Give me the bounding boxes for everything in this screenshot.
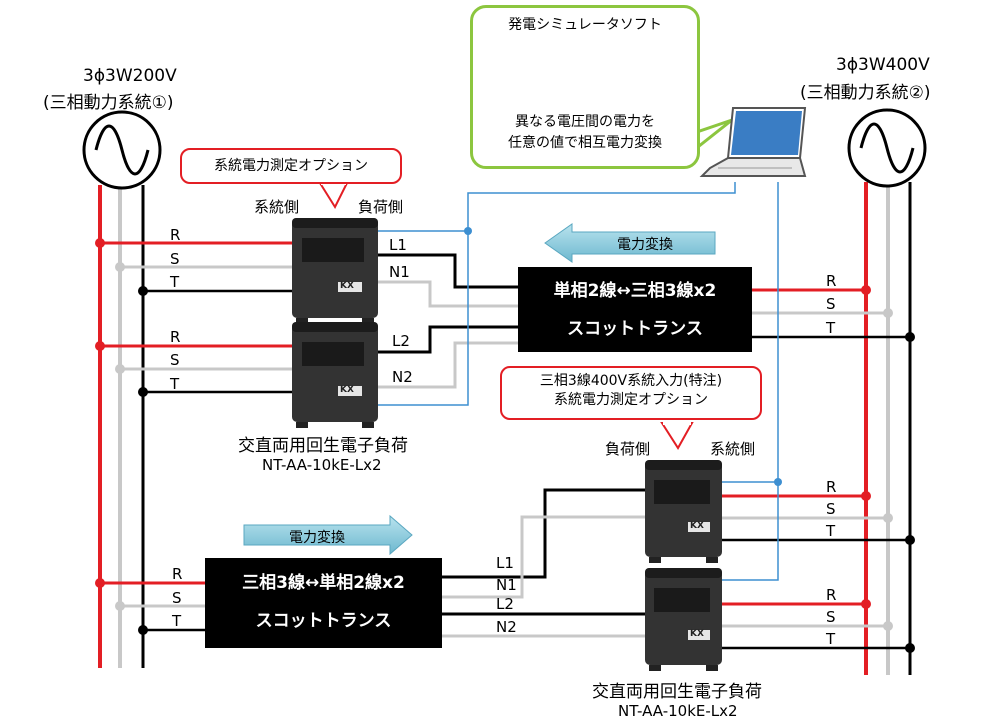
load-unit-name-top: 交直両用回生電子負荷 [238, 436, 408, 456]
callout-400v-input: 三相3線400V系統入力(特注) 系統電力測定オプション [500, 366, 762, 420]
software-title: 発電シミュレータソフト [508, 17, 662, 33]
line-label-n1: N1 [496, 576, 517, 594]
ac-source-right-icon [847, 108, 927, 188]
transformer-bottom-type: 三相3線↔単相2線x2 [242, 573, 405, 593]
load-unit-1 [292, 218, 378, 324]
ac-source-left-icon [82, 110, 162, 190]
callout-400v-line1: 三相3線400V系統入力(特注) [539, 373, 723, 389]
phase-label-t: T [826, 630, 836, 648]
laptop-icon [699, 107, 807, 177]
load-unit-3 [645, 460, 722, 563]
phase-label-r: R [826, 272, 837, 290]
load-unit-model-top: NT-AA-10kE-Lx2 [262, 456, 382, 474]
load-unit-name-bottom: 交直両用回生電子負荷 [592, 682, 762, 702]
power-conversion-label-bottom: 電力変換 [289, 530, 345, 546]
load-badge: KX [690, 629, 704, 639]
phase-label-s: S [170, 351, 180, 369]
power-conversion-label-top: 電力変換 [617, 237, 673, 253]
phase-label-t: T [172, 612, 182, 630]
phase-label-s: S [826, 295, 836, 313]
phase-label-r: R [172, 565, 183, 583]
load-badge: KX [690, 521, 704, 531]
load-badge: KX [340, 281, 354, 291]
power-conversion-arrow-left [544, 223, 716, 263]
callout-bottom-pointer [660, 422, 694, 450]
line-label-l2: L2 [392, 332, 410, 350]
bottom-load-feeders [722, 491, 915, 653]
scott-transformer-bottom: 三相3線↔単相2線x2 スコットトランス [205, 558, 442, 648]
callout-grid-measurement: 系統電力測定オプション [180, 148, 402, 184]
phase-label-r: R [826, 478, 837, 496]
line-label-l2: L2 [496, 595, 514, 613]
line-label-n2: N2 [392, 368, 413, 386]
load-unit-model-bottom: NT-AA-10kE-Lx2 [618, 702, 738, 720]
transformer-top-type: 単相2線↔三相3線x2 [553, 281, 717, 301]
phase-label-t: T [170, 273, 180, 291]
line-label-l1: L1 [496, 554, 514, 572]
left-feeders-top [95, 238, 292, 397]
signal-junction [464, 227, 472, 235]
top-load-lines [378, 253, 518, 389]
transformer-top-name: スコットトランス [567, 319, 703, 339]
callout-400v-line2: 系統電力測定オプション [554, 392, 708, 408]
left-bus [98, 185, 145, 668]
scott-transformer-top: 単相2線↔三相3線x2 スコットトランス [518, 267, 752, 352]
label-load-side-bottom: 負荷側 [605, 440, 651, 458]
phase-label-s: S [826, 500, 836, 518]
transformer-bottom-name: スコットトランス [255, 611, 392, 631]
power-conversion-arrow-right [243, 514, 413, 556]
right-system-voltage: 3ϕ3W400V [836, 55, 930, 75]
signal-lines [378, 182, 779, 581]
left-system-voltage: 3ϕ3W200V [83, 66, 177, 86]
load-unit-4 [645, 568, 722, 671]
label-load-side-top: 負荷側 [358, 198, 404, 216]
line-label-n2: N2 [496, 618, 517, 636]
label-grid-side-bottom: 系統側 [710, 440, 756, 458]
left-system-name: (三相動力系統①) [43, 93, 174, 113]
bottom-load-lines [442, 488, 645, 638]
phase-label-t: T [170, 375, 180, 393]
phase-label-r: R [826, 586, 837, 604]
line-label-n1: N1 [389, 263, 410, 281]
left-feeders-bottom [95, 578, 205, 635]
phase-label-t: T [826, 319, 836, 337]
phase-label-t: T [826, 522, 836, 540]
load-badge: KX [340, 385, 354, 395]
top-transformer-feeders [752, 285, 915, 342]
software-panel: 発電シミュレータソフト 異なる電圧間の電力を 任意の値で相互電力変換 [470, 5, 700, 169]
phase-label-r: R [170, 328, 181, 346]
phase-label-r: R [170, 226, 181, 244]
right-system-name: (三相動力系統②) [800, 83, 931, 103]
line-label-l1: L1 [389, 236, 407, 254]
phase-label-s: S [172, 589, 182, 607]
software-desc-line2: 任意の値で相互電力変換 [508, 135, 662, 151]
phase-label-s: S [826, 608, 836, 626]
right-bus [864, 182, 912, 675]
callout-top-pointer [318, 182, 349, 210]
phase-label-s: S [170, 250, 180, 268]
load-unit-2 [292, 322, 378, 428]
signal-junction [774, 478, 782, 486]
software-desc-line1: 異なる電圧間の電力を [515, 114, 655, 130]
label-grid-side-top: 系統側 [254, 198, 300, 216]
